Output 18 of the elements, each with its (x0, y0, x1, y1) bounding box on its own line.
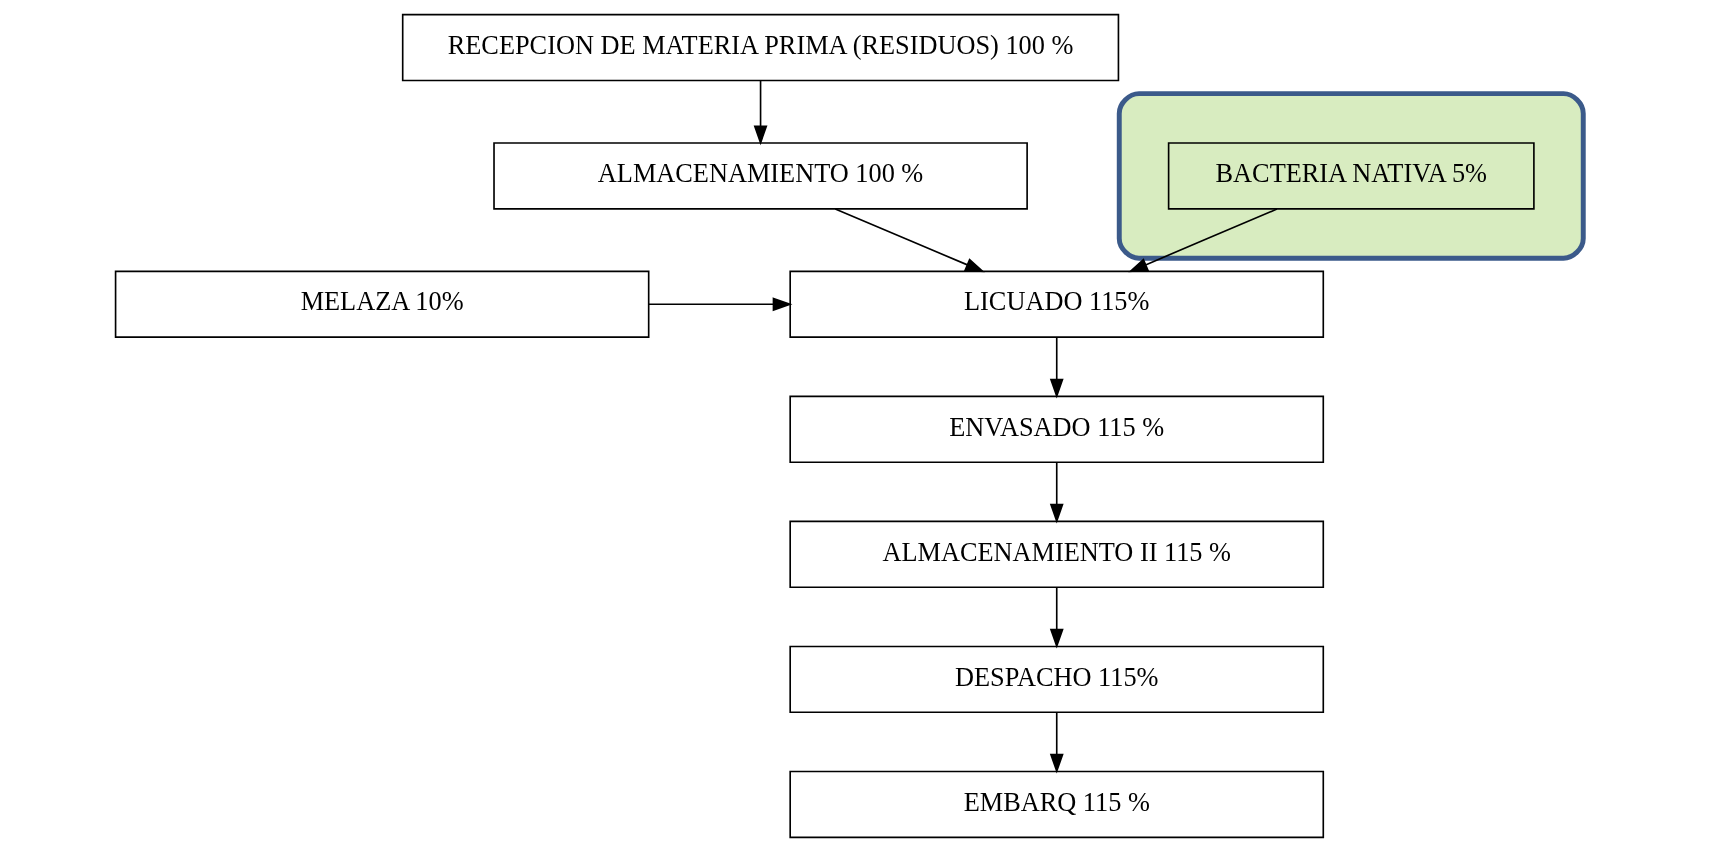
node-box: ENVASADO 115 % (789, 395, 1325, 464)
arrow (1049, 711, 1064, 774)
arrow (1049, 461, 1064, 524)
arrow (1049, 336, 1064, 399)
node-box: MELAZA 10% (114, 270, 650, 338)
arrow (1128, 208, 1278, 273)
arrow (648, 297, 793, 312)
node-box: ALMACENAMIENTO II 115 % (789, 520, 1325, 589)
cluster (1116, 91, 1586, 261)
node-box: BACTERIA NATIVA 5% (1167, 142, 1535, 210)
arrow (1049, 586, 1064, 649)
node-box: RECEPCION DE MATERIA PRIMA (RESIDUOS) 100 % (401, 13, 1120, 82)
node-box: DESPACHO 115% (789, 645, 1325, 714)
arrow (753, 79, 768, 146)
arrow (834, 208, 985, 273)
node-box: EMBARQ 115 % (789, 770, 1325, 839)
node-box: LICUADO 115% (789, 270, 1325, 338)
node-box: ALMACENAMIENTO 100 % (493, 142, 1028, 210)
